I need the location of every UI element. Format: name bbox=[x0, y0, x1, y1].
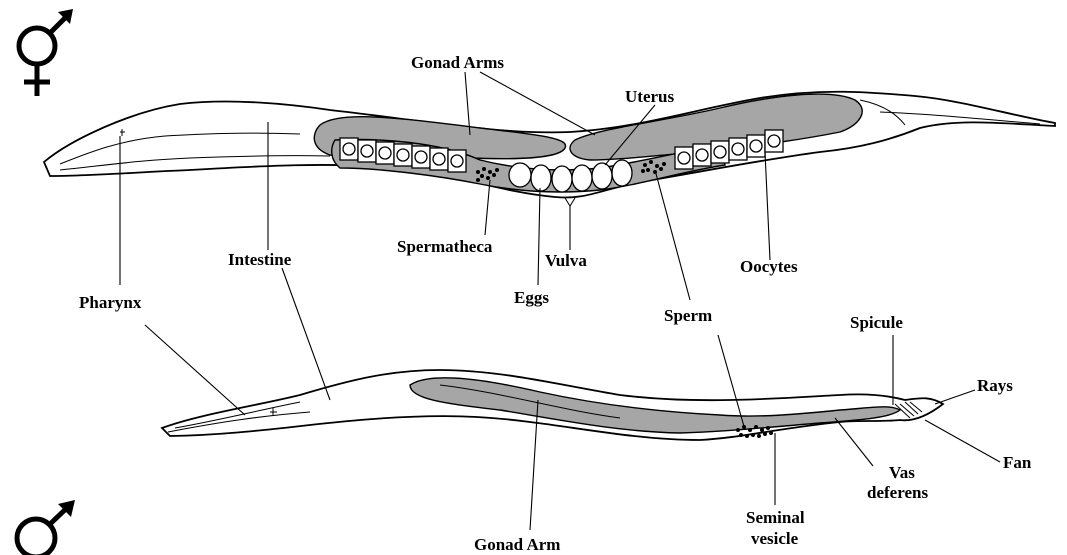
vulva-notch bbox=[565, 198, 575, 206]
label-oocytes: Oocytes bbox=[740, 257, 798, 276]
label-gonad-arm: Gonad Arm bbox=[474, 535, 560, 554]
hermaphrodite-symbol-icon bbox=[19, 9, 73, 96]
label-intestine: Intestine bbox=[228, 250, 292, 269]
label-sperm: Sperm bbox=[664, 306, 712, 325]
hermaphrodite-worm bbox=[44, 92, 1055, 206]
label-spermatheca: Spermatheca bbox=[397, 237, 493, 256]
label-vesicle: vesicle bbox=[751, 529, 799, 548]
male-symbol-icon bbox=[17, 500, 75, 555]
label-rays: Rays bbox=[977, 376, 1013, 395]
label-gonad-arms: Gonad Arms bbox=[411, 53, 504, 72]
label-pharynx: Pharynx bbox=[79, 293, 142, 312]
label-fan: Fan bbox=[1003, 453, 1032, 472]
male-worm bbox=[162, 370, 943, 440]
label-uterus: Uterus bbox=[625, 87, 674, 106]
label-spicule: Spicule bbox=[850, 313, 903, 332]
label-vas: Vas bbox=[889, 463, 915, 482]
label-seminal: Seminal bbox=[746, 508, 805, 527]
label-deferens: deferens bbox=[867, 483, 928, 502]
label-eggs: Eggs bbox=[514, 288, 549, 307]
label-vulva: Vulva bbox=[545, 251, 587, 270]
